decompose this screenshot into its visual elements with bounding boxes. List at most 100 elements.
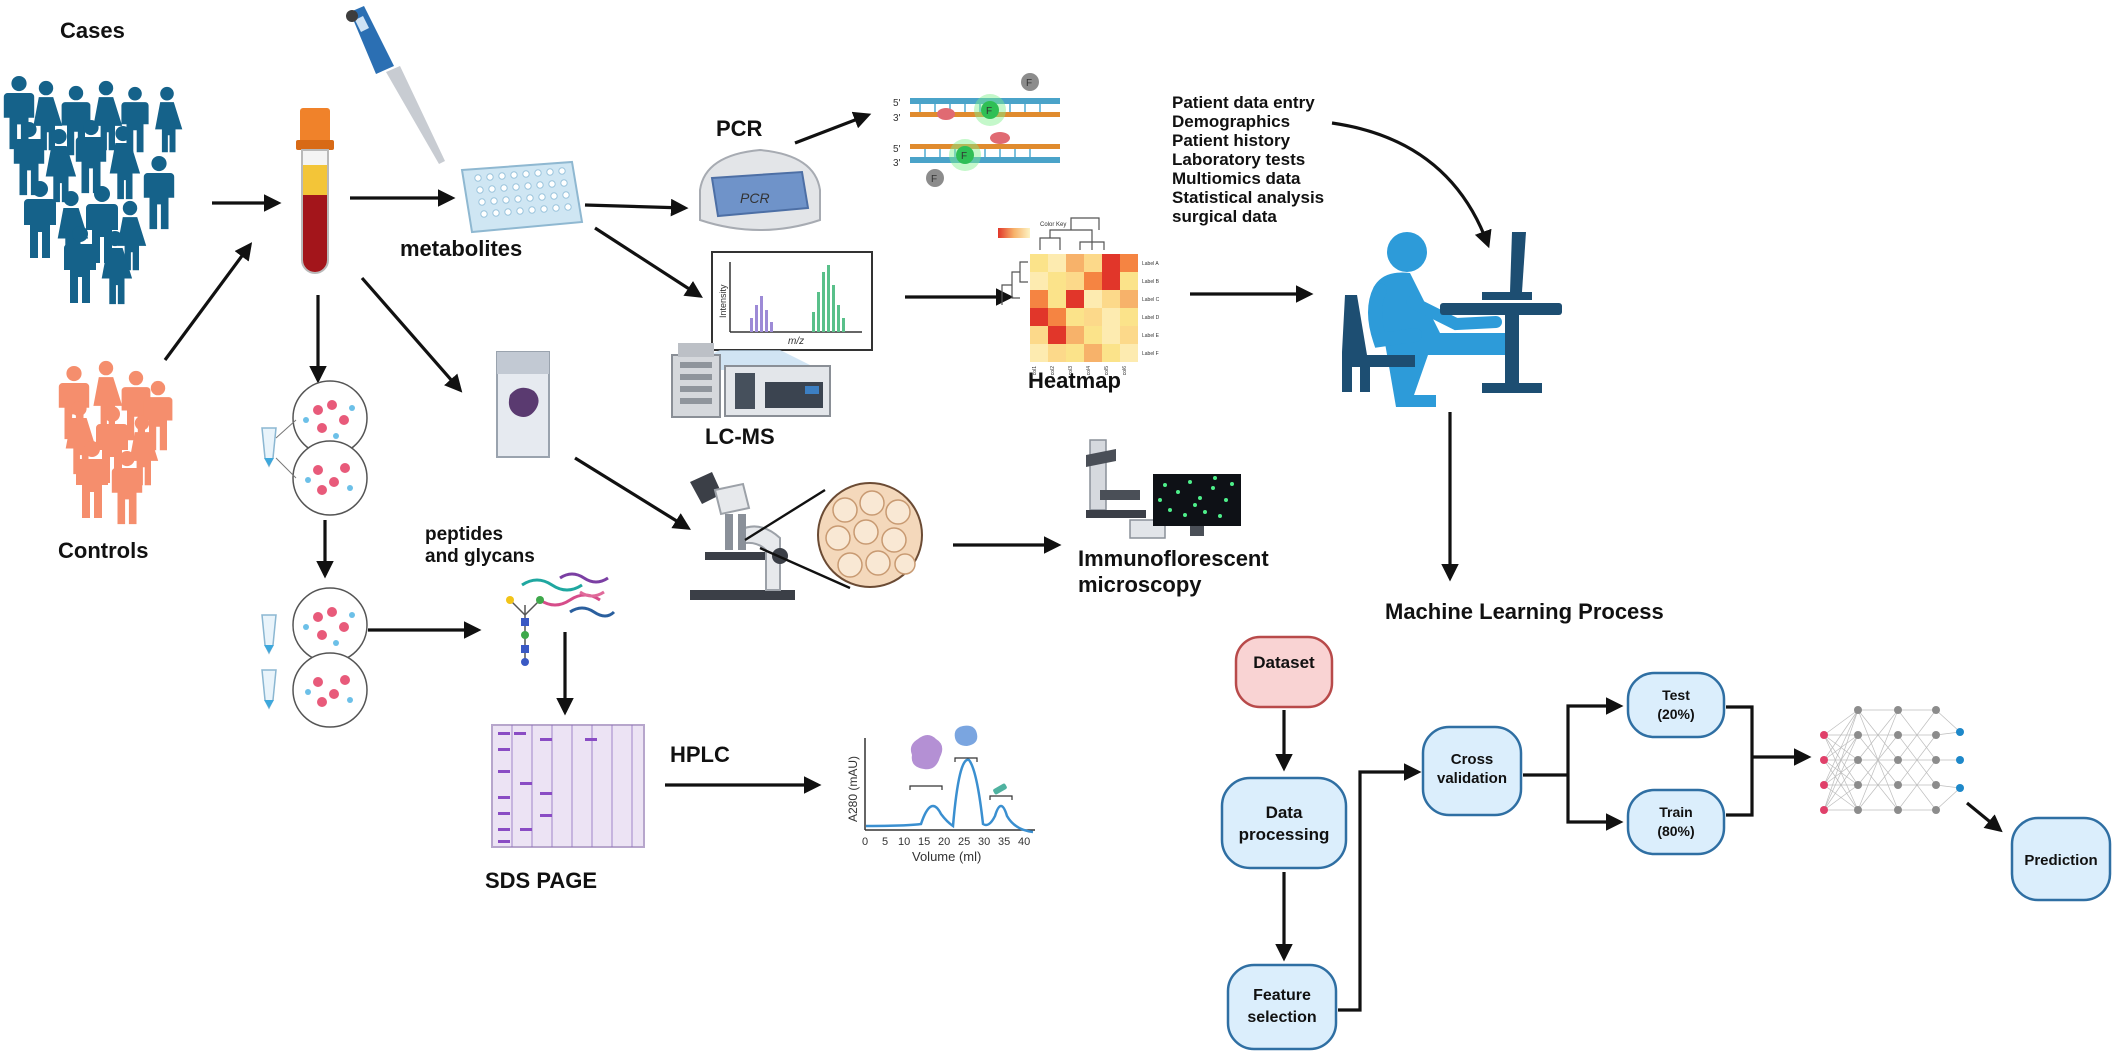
- patient-data-list: Patient data entry Demographics Patient …: [1172, 93, 1324, 226]
- pcr-strand-5a: 5': [893, 98, 901, 109]
- patient-data-item: Statistical analysis: [1172, 188, 1324, 207]
- cases-label: Cases: [60, 18, 125, 43]
- pcr-machine-text: PCR: [740, 190, 770, 206]
- arrow-plate-to-pcr: [584, 198, 689, 217]
- sds-page-gel-icon: [491, 724, 645, 848]
- pcr-strand-3a: 3': [893, 113, 901, 124]
- patient-data-item: surgical data: [1172, 207, 1277, 226]
- heatmap-legend-label: Color Key: [1040, 222, 1066, 228]
- heatmap-row-label: Label B: [1142, 279, 1160, 285]
- tissue-zoom-icon: [817, 482, 923, 588]
- tissue-slide-icon: [496, 351, 550, 458]
- ml-node-train-label-2: (80%): [1657, 823, 1694, 839]
- zoom-line-bottom: [759, 546, 851, 590]
- chrom-tick: 10: [898, 836, 910, 848]
- chrom-tick: 5: [882, 836, 888, 848]
- controls-people-icon: [58, 360, 173, 525]
- cases-people-icon: [3, 75, 183, 305]
- patient-data-item: Multiomics data: [1172, 169, 1301, 188]
- patient-data-item: Demographics: [1172, 112, 1290, 131]
- pcr-strand-5b: 5': [893, 144, 901, 155]
- arrow-test-to-merge: [1726, 705, 1754, 817]
- ml-node-cross-validation-label-1: Cross: [1451, 751, 1494, 768]
- pcr-f-label-2: F: [961, 151, 967, 162]
- blood-tube-icon: [296, 108, 334, 274]
- fluorescence-microscope-icon: [1086, 439, 1241, 539]
- ml-node-data-processing-label-2: processing: [1239, 825, 1330, 844]
- arrow-crossval-to-test: [1566, 697, 1624, 775]
- heatmap-col-label: col6: [1122, 366, 1128, 375]
- ml-node-data-processing: Data processing: [1220, 776, 1348, 870]
- ml-node-data-processing-label-1: Data: [1266, 803, 1303, 822]
- ml-node-dataset-label: Dataset: [1253, 653, 1315, 672]
- ml-node-train: Train (80%): [1626, 788, 1726, 856]
- analyst-computer-icon: [1342, 232, 1562, 407]
- peptides-label-line2: and glycans: [425, 546, 535, 567]
- chrom-y-axis-label: A280 (mAU): [846, 756, 860, 822]
- metabolites-label: metabolites: [400, 236, 522, 261]
- sds-page-label: SDS PAGE: [485, 868, 597, 893]
- well-plate-icon: [460, 160, 584, 234]
- immuno-label-line1: Immunoflorescent: [1078, 546, 1269, 571]
- chrom-tick: 20: [938, 836, 950, 848]
- heatmap-row-label: Label A: [1142, 261, 1159, 267]
- arrow-slide-to-microscope: [574, 456, 691, 530]
- ml-node-cross-validation: Cross validation: [1421, 725, 1523, 817]
- heatmap-col-label: col3: [1068, 366, 1074, 375]
- arrow-pcr-to-amplification: [794, 111, 872, 145]
- digestion-tubes-bottom-icon: [261, 587, 368, 728]
- chrom-tick: 15: [918, 836, 930, 848]
- zoom-line-top: [744, 488, 826, 542]
- neural-network-icon: [1820, 706, 1964, 814]
- chrom-tick: 0: [862, 836, 868, 848]
- chrom-tick: 30: [978, 836, 990, 848]
- ml-node-dataset: Dataset: [1234, 635, 1334, 709]
- arrow-controls-to-tube: [163, 242, 253, 361]
- peptides-glycans-icon: [506, 572, 616, 666]
- heatmap-col-label: col1: [1032, 366, 1038, 375]
- heatmap-row-label: Label C: [1142, 297, 1160, 303]
- chrom-tick: 25: [958, 836, 970, 848]
- ml-node-train-label-1: Train: [1659, 804, 1692, 820]
- pcr-f-label-bottom: F: [931, 174, 937, 185]
- heatmap-row-label: Label E: [1142, 333, 1160, 339]
- heatmap-row-label: Label F: [1142, 351, 1159, 357]
- pcr-strand-3b: 3': [893, 158, 901, 169]
- lcms-label: LC-MS: [705, 424, 775, 449]
- ml-node-prediction: Prediction: [2010, 816, 2112, 902]
- lcms-instrument-icon: [671, 343, 831, 418]
- arrow-tube-to-slide: [360, 276, 463, 393]
- peptides-label-line1: peptides: [425, 524, 503, 545]
- pcr-f-label-1: F: [986, 106, 992, 117]
- chrom-tick: 40: [1018, 836, 1030, 848]
- patient-data-item: Laboratory tests: [1172, 150, 1305, 169]
- heatmap-col-label: col2: [1050, 366, 1056, 375]
- hplc-label: HPLC: [670, 742, 730, 767]
- ml-node-feature-selection-label-1: Feature: [1253, 987, 1311, 1004]
- chrom-tick: 35: [998, 836, 1010, 848]
- light-microscope-icon: [690, 472, 795, 600]
- ml-node-prediction-label: Prediction: [2024, 852, 2097, 869]
- chrom-x-axis-label: Volume (ml): [912, 849, 981, 864]
- arrow-feature-to-crossval: [1338, 763, 1422, 1012]
- heatmap-col-label: col4: [1086, 366, 1092, 375]
- pcr-amplification-icon: 5' 3' F F 5' 3' F F: [893, 73, 1060, 187]
- pcr-machine-icon: PCR: [699, 148, 821, 231]
- mass-spectrum-plot: Intensity m/z: [711, 251, 873, 351]
- digestion-tubes-top-icon: [261, 380, 368, 516]
- heatmap-col-label: col5: [1104, 366, 1110, 375]
- arrow-crossval-to-train: [1566, 775, 1624, 831]
- pipette-icon: [346, 6, 445, 164]
- heatmap-cells: [1030, 254, 1138, 362]
- ml-node-test: Test (20%): [1626, 671, 1726, 739]
- ml-process-title: Machine Learning Process: [1385, 599, 1664, 624]
- ml-node-feature-selection-label-2: selection: [1247, 1009, 1316, 1026]
- ms-x-axis-label: m/z: [788, 336, 804, 347]
- patient-data-item: Patient data entry: [1172, 93, 1315, 112]
- heatmap-row-label: Label D: [1142, 315, 1160, 321]
- ml-node-test-label-1: Test: [1662, 687, 1690, 703]
- arrow-patient-data-to-analyst: [1331, 121, 1492, 249]
- ml-node-feature-selection: Feature selection: [1226, 963, 1338, 1051]
- controls-label: Controls: [58, 538, 148, 563]
